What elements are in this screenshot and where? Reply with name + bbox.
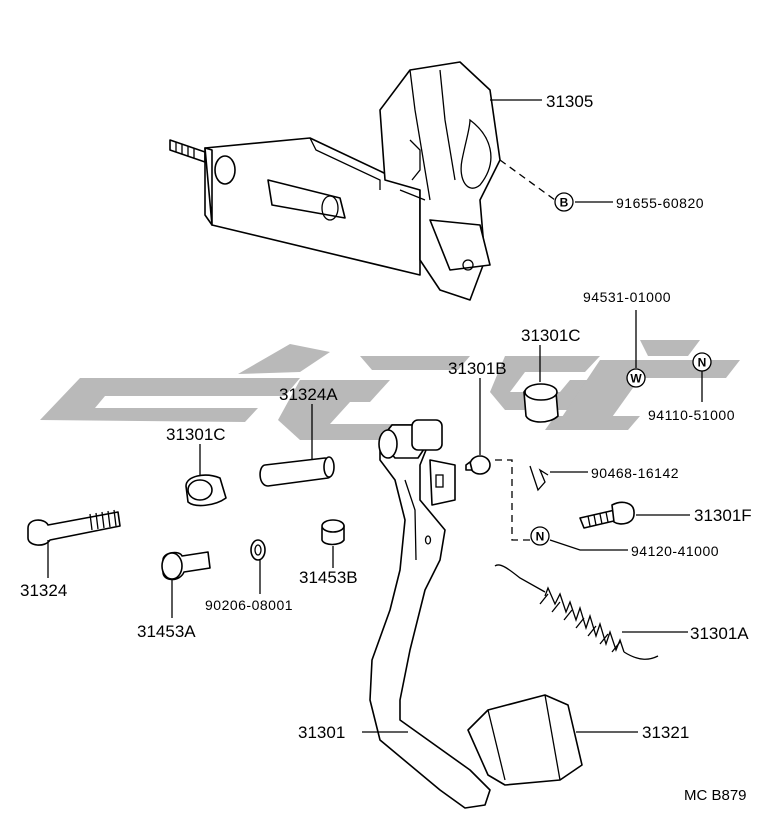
cushion-31453A: [161, 551, 211, 581]
callout-31301: 31301: [298, 723, 345, 742]
pivot-bolt: [27, 509, 121, 546]
callout-31301C-top: 31301C: [521, 326, 581, 345]
pedal-pad: [467, 694, 583, 786]
callout-31301B: 31301B: [448, 359, 507, 378]
clip-31301B: [465, 455, 491, 475]
svg-text:W: W: [630, 372, 642, 386]
circle-symbol-n-mid: N: [530, 526, 550, 546]
leader-lines: [47, 99, 703, 733]
clip-90468: [529, 465, 549, 492]
brake-pedal-arm: [369, 419, 491, 809]
callout-31301A: 31301A: [690, 624, 749, 643]
callout-94110-51000: 94110-51000: [648, 407, 735, 423]
spring-31301A: [494, 564, 659, 660]
callout-31321: 31321: [642, 723, 689, 742]
svg-text:N: N: [698, 356, 707, 370]
pedal-bracket: [169, 61, 501, 301]
callout-31301C-left: 31301C: [166, 425, 226, 444]
circle-symbol-b: B: [554, 192, 574, 212]
pedal-shaft-collar: [259, 456, 335, 487]
callout-31301F: 31301F: [694, 506, 752, 525]
circle-symbol-w: W: [626, 368, 646, 388]
callout-94531-01000: 94531-01000: [583, 289, 671, 305]
callout-90468-16142: 90468-16142: [591, 465, 679, 481]
circle-symbol-n-top: N: [692, 352, 712, 372]
callout-94120-41000: 94120-41000: [631, 543, 719, 559]
bolt-31301F: [579, 501, 635, 529]
svg-text:B: B: [560, 196, 569, 210]
bushing-left: [185, 474, 227, 507]
callout-90206-08001: 90206-08001: [205, 597, 293, 613]
callout-31305: 31305: [546, 92, 593, 111]
callout-31453A: 31453A: [137, 622, 196, 641]
callout-31324A: 31324A: [279, 385, 338, 404]
callout-31324: 31324: [20, 581, 67, 600]
bushing-top: [523, 383, 559, 423]
cushion-31453B: [321, 519, 345, 546]
diagram-code: MC B879: [684, 787, 747, 804]
callout-91655-60820: 91655-60820: [616, 195, 704, 211]
washer-90206: [250, 539, 266, 561]
callout-31453B: 31453B: [299, 568, 358, 587]
svg-text:N: N: [536, 530, 545, 544]
watermark-logo: [40, 340, 740, 440]
